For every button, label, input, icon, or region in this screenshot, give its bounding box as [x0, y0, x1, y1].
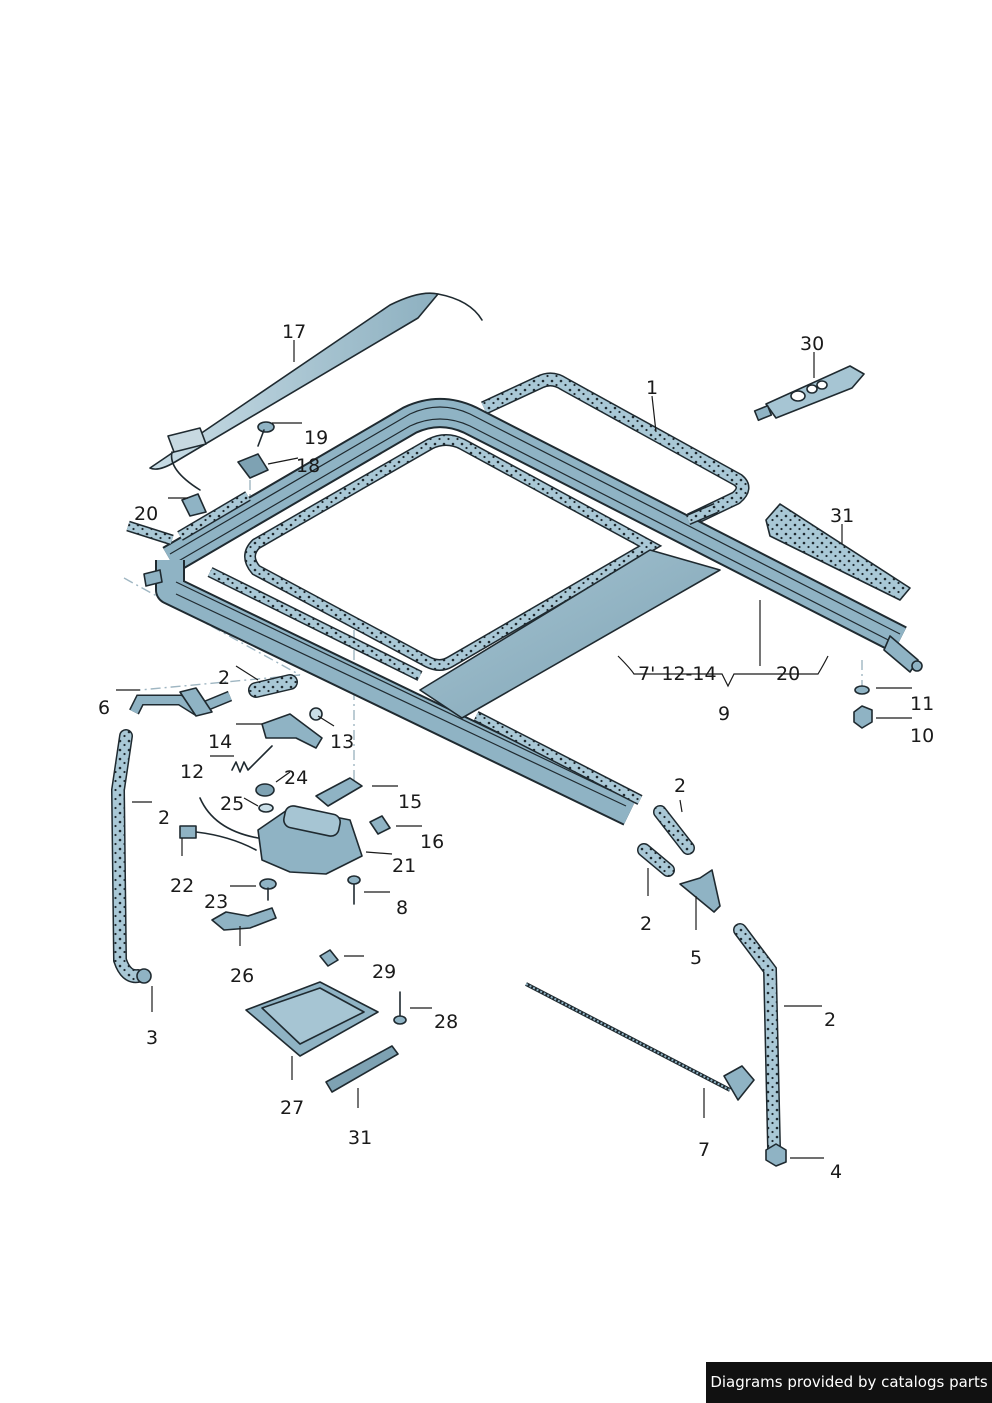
washer-25 [258, 803, 274, 813]
screw-28 [393, 991, 407, 1025]
drain-hose-front-left [110, 674, 298, 984]
callout-4: 4 [830, 1161, 842, 1183]
callout-31-right: 31 [830, 505, 854, 527]
callout-22: 22 [170, 875, 194, 897]
callout-8: 8 [396, 897, 408, 919]
nut-10 [853, 705, 873, 729]
callout-18: 18 [296, 455, 320, 477]
cable-7 [525, 982, 755, 1101]
frame-seal [481, 372, 750, 527]
callout-5: 5 [690, 947, 702, 969]
pad-15 [315, 777, 363, 807]
bracket-26 [211, 907, 277, 931]
callout-13: 13 [330, 731, 354, 753]
callout-17: 17 [282, 321, 306, 343]
callout-24: 24 [284, 767, 308, 789]
callout-11: 11 [910, 693, 934, 715]
trim-cover-27 [245, 981, 379, 1057]
callout-23: 23 [204, 891, 228, 913]
callout-19: 19 [304, 427, 328, 449]
callout-20-left: 20 [134, 503, 158, 525]
callout-9: 9 [718, 703, 730, 725]
callout-12: 12 [180, 761, 204, 783]
callout-27: 27 [280, 1097, 304, 1119]
callout-25: 25 [220, 793, 244, 815]
clip-29 [319, 949, 339, 967]
callout-7: 7 [698, 1139, 710, 1161]
callout-29: 29 [372, 961, 396, 983]
screw-23 [259, 878, 277, 901]
callout-31-bottom: 31 [348, 1127, 372, 1149]
clip-16 [369, 815, 391, 835]
y-connector-5 [679, 869, 721, 913]
callout-1: 1 [646, 377, 658, 399]
callout-3: 3 [146, 1027, 158, 1049]
leader-lines [116, 340, 912, 1159]
bracket-13 [261, 707, 323, 749]
callout-28: 28 [434, 1011, 458, 1033]
callout-2-right-middle: 2 [640, 913, 652, 935]
callout-10: 10 [910, 725, 934, 747]
callout-6: 6 [98, 697, 110, 719]
callout-2-right-lower: 2 [824, 1009, 836, 1031]
callout-2-left-hose: 2 [158, 807, 170, 829]
callout-26: 26 [230, 965, 254, 987]
callout-2-right-upper: 2 [674, 775, 686, 797]
seal-wedge [765, 503, 911, 601]
callout-14: 14 [208, 731, 232, 753]
spring-14 [231, 745, 273, 773]
callout-16: 16 [420, 831, 444, 853]
clip-20-left [181, 493, 207, 517]
callout-2-upper-left: 2 [218, 667, 230, 689]
callout-labels: 1 17 30 19 18 20 31 7' 12-14 20 9 11 10 … [98, 321, 934, 1183]
drain-hose-rear-right [637, 805, 781, 1155]
callout-7-12-14: 7' 12-14 [638, 663, 717, 685]
cap-4 [765, 1143, 787, 1167]
cap-24 [255, 783, 275, 797]
sunroof-frame [126, 398, 923, 826]
screw-19 [257, 421, 275, 447]
bolt-8 [347, 875, 361, 905]
callout-15: 15 [398, 791, 422, 813]
callout-21: 21 [392, 855, 416, 877]
washer-11 [854, 685, 870, 695]
credit-banner: Diagrams provided by catalogs parts [706, 1362, 992, 1403]
callout-20-right: 20 [776, 663, 800, 685]
callout-30: 30 [800, 333, 824, 355]
bracket-18 [237, 453, 269, 479]
motor-21 [179, 797, 363, 875]
handle-trim-31 [325, 1045, 399, 1093]
sealant-tube [753, 365, 865, 422]
sunshade-cover [149, 292, 483, 491]
